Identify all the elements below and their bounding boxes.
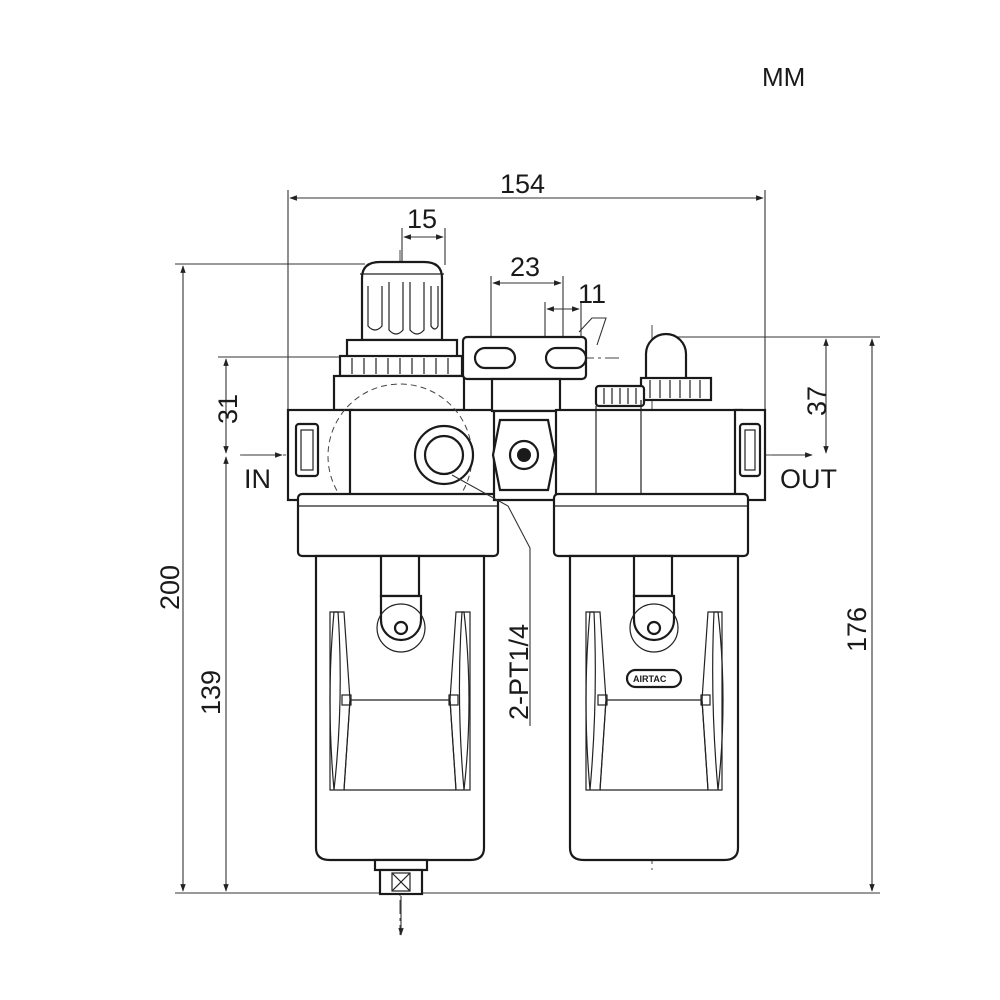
- dim-overall-height-value: 200: [155, 565, 185, 610]
- brand-logo: [625, 668, 683, 689]
- lubricator-fill-plug: [594, 384, 646, 408]
- bracket-slot-left: [473, 346, 517, 370]
- lubricator-bowl: AIRTAC: [568, 554, 740, 862]
- dim-knob-width: 15: [401, 204, 446, 265]
- outlet-marker: OUT: [772, 452, 837, 494]
- dim-lubricator-height: 176: [842, 338, 875, 892]
- regulator-knob: [338, 260, 464, 378]
- dim-overall-width-value: 154: [500, 169, 545, 199]
- gauge-port-outer: [413, 424, 475, 486]
- dim-filter-bowl-height-value: 139: [196, 670, 226, 715]
- filter-body: [286, 374, 498, 529]
- filter-bowl: [314, 554, 486, 862]
- outlet-label: OUT: [780, 464, 837, 494]
- lubricator-body: [554, 400, 767, 502]
- dim-overall-width: 154: [287, 169, 766, 410]
- dim-bracket-spacing: 23: [490, 252, 564, 345]
- mounting-bracket: [461, 335, 588, 381]
- inlet-marker: IN: [243, 452, 283, 494]
- dim-overall-height: 200: [155, 263, 880, 894]
- gauge-port-inner: [423, 434, 465, 476]
- inlet-label: IN: [244, 464, 271, 494]
- filter-bowl-collar: [296, 492, 500, 558]
- brand-logo-text: AIRTAC: [633, 674, 667, 684]
- drain-valve: [373, 858, 429, 936]
- dim-port-height: 31: [213, 356, 345, 454]
- lubricator-bowl-collar: [552, 492, 750, 558]
- dim-knob-width-value: 15: [407, 204, 437, 234]
- lubricator-sight-dome: [639, 332, 713, 402]
- bracket-slot-right: [544, 346, 588, 370]
- dim-lubricator-height-value: 176: [842, 607, 872, 652]
- gauge-port-leader: [451, 474, 531, 726]
- dim-oiler-cap-height-value: 37: [802, 386, 832, 416]
- dim-slot-width: 11: [544, 279, 607, 346]
- dim-filter-bowl-height: 139: [196, 456, 229, 892]
- dim-slot-width-value: 11: [578, 279, 606, 309]
- connector-body: [490, 377, 562, 502]
- dim-port-height-value: 31: [213, 394, 243, 424]
- dim-oiler-cap-height: 37: [670, 336, 880, 454]
- units-label: MM: [762, 62, 805, 92]
- gauge-port-label: 2-PT1/4: [504, 624, 534, 720]
- dim-bracket-spacing-value: 23: [510, 252, 540, 282]
